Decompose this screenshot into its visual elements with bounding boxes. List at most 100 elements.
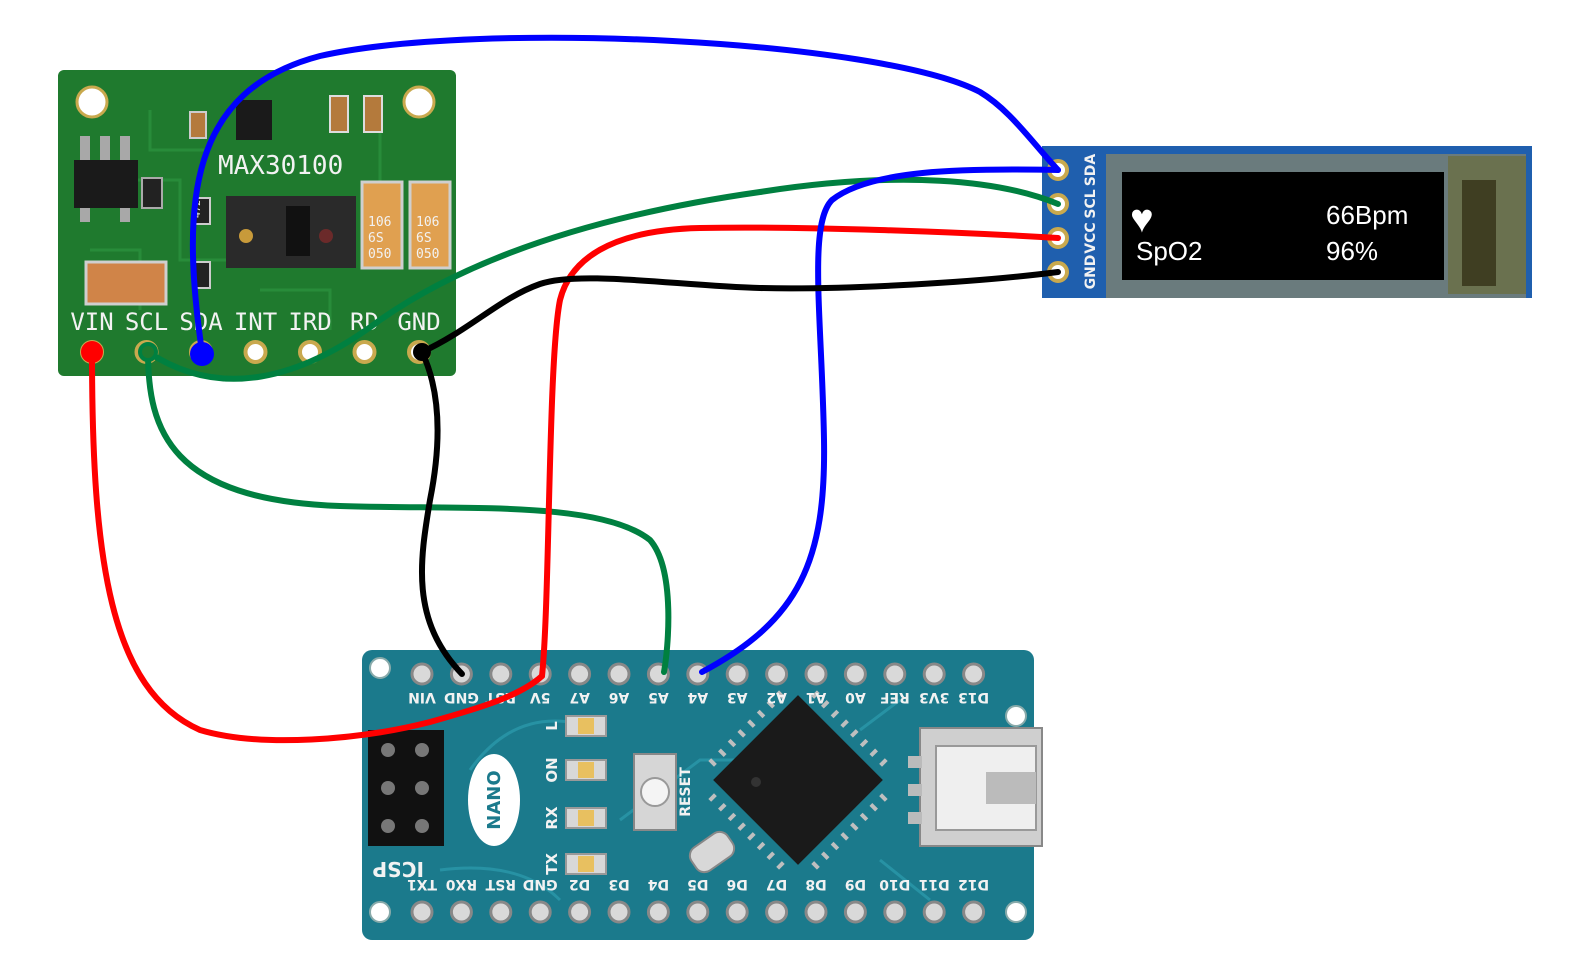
nano-top-pin-pad-vin[interactable] [410,662,434,686]
chip-leg [811,861,820,870]
mounting-hole [369,901,391,923]
chip-leg [766,700,776,709]
nano-top-pin-label-a7: A7 [569,689,590,705]
nano-bottom-pin-pad-rst[interactable] [489,900,513,924]
nano-top-pin-label-a1: A1 [806,689,827,705]
nano-bottom-pin-pad-d11[interactable] [922,900,946,924]
nano-bottom-pin-pad-d5[interactable] [686,900,710,924]
nano-top-pin-pad-a6[interactable] [607,662,631,686]
chip-leg [840,832,849,841]
oled-pin-label-scl: SCL [1083,189,1099,218]
nano-bottom-pin-pad-d12[interactable] [962,900,986,924]
chip-leg [747,719,756,728]
nano-bottom-pin-pad-rx0[interactable] [449,900,473,924]
mini-usb-connector[interactable] [908,727,1043,847]
nano-bottom-pin-pad-d2[interactable] [568,900,592,924]
reset-button[interactable] [633,753,677,831]
nano-top-pin-label-5v: 5V [530,689,551,705]
tantalum-capacitor: 106 6S 050 [408,180,452,270]
nano-top-pin-pad-a2[interactable] [765,662,789,686]
wire-oled-sda-to-nano-a4 [699,166,1061,675]
chip-leg [840,719,849,728]
nano-top-pin-pad-a7[interactable] [568,662,592,686]
sensor-pin-label-int: INT [234,308,277,336]
chip-leg [737,729,746,738]
chip-leg [756,841,766,851]
nano-top-pin-pad-3v3[interactable] [922,662,946,686]
sensor-pin-label-scl: SCL [125,308,168,336]
nano-top-pin-pad-ref[interactable] [883,662,907,686]
mounting-hole [369,657,391,679]
chip-leg [718,748,727,758]
nano-bottom-pin-label-d7: D7 [766,876,787,892]
nano-bottom-pin-pad-d3[interactable] [607,900,631,924]
nano-top-pin-pad-a0[interactable] [843,662,867,686]
wire-sensor-gnd-to-oled-gnd [419,269,1061,355]
sensor-pin-pad-int[interactable] [243,340,268,364]
nano-bottom-pin-pad-d6[interactable] [725,900,749,924]
chip-leg [776,690,785,699]
svg-text:106: 106 [368,215,391,230]
svg-text:106: 106 [416,215,439,230]
sensor-photodiode [319,229,333,243]
wire-oled-scl-to-sensor-scl [145,176,1061,382]
chip-leg [708,758,717,767]
nano-top-pin-pad-rst[interactable] [489,662,513,686]
nano-bottom-pin-pad-d8[interactable] [804,900,828,924]
wire-end-dot [138,342,158,362]
nano-top-pin-label-gnd: GND [444,689,479,705]
nano-top-pin-pad-a3[interactable] [725,662,749,686]
nano-top-pin-pad-a4[interactable] [686,662,710,686]
nano-bottom-pin-pad-d9[interactable] [843,900,867,924]
heart-icon: ♥ [1130,197,1154,241]
nano-bottom-pin-pad-d4[interactable] [646,900,670,924]
icsp-label: ICSP [372,857,424,881]
nano-bottom-pin-label-d8: D8 [805,876,826,892]
reset-label: RESET [678,767,694,817]
sensor-pin-label-vin: VIN [70,308,113,336]
smd-resistor [189,111,207,139]
chip-leg [850,822,859,831]
oled-bpm-text: 66Bpm [1326,200,1408,230]
wire-oled-vcc-to-nano-5v [539,224,1061,679]
led-label-on: ON [543,757,561,782]
wires [89,34,1061,744]
sensor-window [286,206,310,256]
nano-top-pin-label-a2: A2 [766,689,787,705]
nano-bottom-pin-pad-gnd[interactable] [528,900,552,924]
nano-badge: NANO [468,754,520,846]
nano-top-pin-label-a0: A0 [845,689,866,705]
chip-leg [850,729,859,738]
regulator-pin [120,208,130,222]
nano-top-pin-pad-a1[interactable] [804,662,828,686]
oled-flex-connector [1462,180,1496,286]
nano-bottom-pin-pad-tx1[interactable] [410,900,434,924]
nano-bottom-pin-label-d5: D5 [687,876,708,892]
led-rx-lens [578,810,594,826]
chip-leg [737,822,746,831]
chip-leg [708,793,717,802]
sensor-pin-pad-rd[interactable] [352,340,377,364]
nano-bottom-pin-label-d11: D11 [919,876,950,892]
nano-bottom-pin-pad-d7[interactable] [765,900,789,924]
nano-bottom-pin-label-d6: D6 [727,876,748,892]
smd-capacitor [363,95,383,133]
oled-spo2-label: SpO2 [1136,236,1203,266]
nano-bottom-pin-pad-d10[interactable] [883,900,907,924]
chip-leg [820,700,830,709]
sensor-led [239,229,253,243]
mounting-hole [1005,705,1027,727]
oled-pin-label-sda: SDA [1083,154,1099,187]
chip-leg [766,851,776,860]
nano-top-pin-pad-d13[interactable] [962,662,986,686]
chip-leg [776,861,785,870]
nano-top-pin-label-vin: VIN [408,689,436,705]
wire-sensor-sda-to-oled-sda [189,34,1061,355]
nano-top-pin-label-ref: REF [880,689,910,705]
sensor-chip-label: MAX30100 [218,151,343,181]
chip-leg [727,738,737,748]
nano-bottom-pin-label-d4: D4 [647,876,669,892]
